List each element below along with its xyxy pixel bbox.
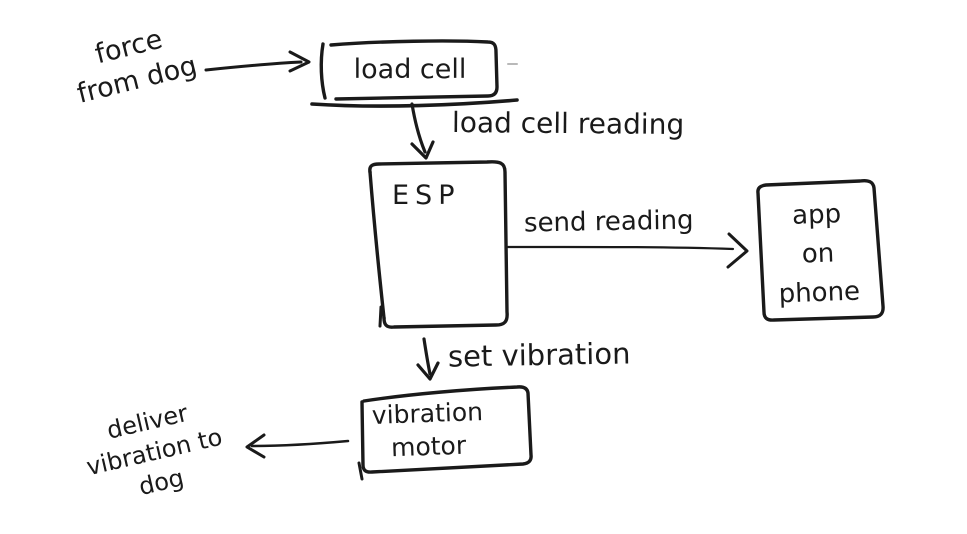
arrowhead-right-icon <box>288 50 311 73</box>
app-on-phone-box <box>756 178 885 322</box>
app-on-phone-line3: phone <box>778 276 861 310</box>
app-on-phone-line2: on <box>801 238 835 270</box>
edge-label-set-vibration: set vibration <box>447 336 631 374</box>
vibration-motor-line2: motor <box>390 430 467 462</box>
load-cell-box <box>310 39 519 108</box>
arrow-esp-to-app <box>506 232 749 269</box>
arrow-esp-to-vibration-motor <box>416 337 440 381</box>
vibration-motor-box <box>357 385 533 481</box>
arrowhead-left-icon <box>245 433 266 459</box>
esp-box <box>368 160 509 329</box>
node-app-on-phone: app on phone <box>760 194 876 315</box>
node-esp-label: ESP <box>392 180 461 211</box>
arrowhead-down-icon <box>416 361 440 381</box>
node-vibration-motor: vibration motor <box>357 396 499 466</box>
edge-label-send-reading: send reading <box>523 205 694 239</box>
vibration-motor-line1: vibration <box>371 397 484 430</box>
arrow-vibration-motor-to-dog <box>245 433 350 459</box>
arrowhead-right-icon <box>726 232 749 269</box>
edge-label-load-cell-reading: load cell reading <box>451 105 685 142</box>
arrow-load-cell-to-esp <box>410 102 435 160</box>
node-load-cell-label: load cell <box>353 54 467 85</box>
app-on-phone-line1: app <box>791 199 842 231</box>
arrow-force-to-load-cell <box>204 50 311 73</box>
arrowhead-down-icon <box>410 140 435 160</box>
